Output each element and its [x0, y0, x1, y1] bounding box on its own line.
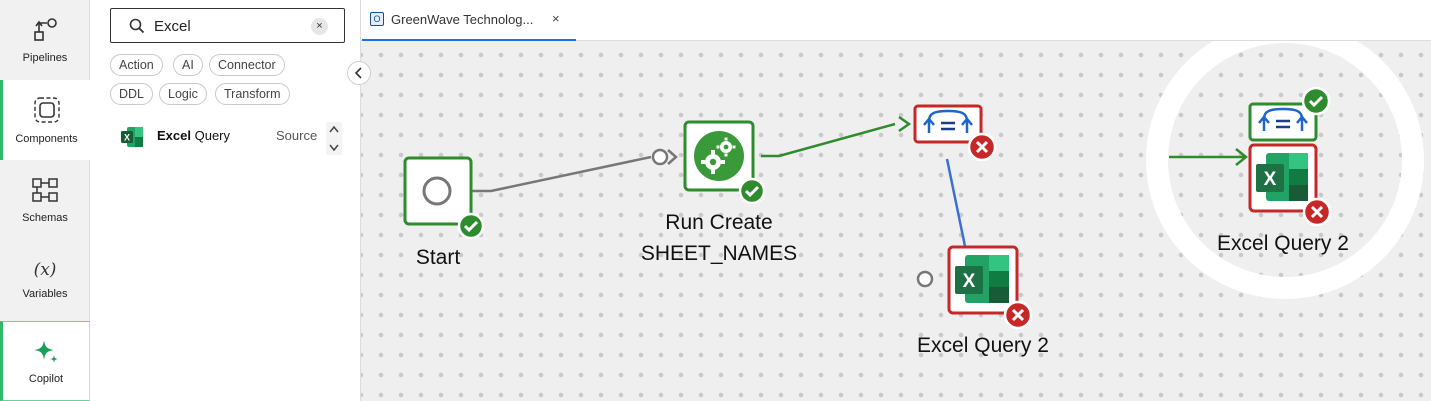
filter-chip-connector[interactable]: Connector	[209, 54, 285, 76]
filter-chip-action[interactable]: Action	[110, 54, 163, 76]
chevron-up-down-icon	[329, 125, 339, 152]
schemas-icon	[32, 178, 58, 202]
output-port	[916, 270, 934, 288]
rail-label-variables: Variables	[22, 288, 68, 300]
rail-item-copilot[interactable]: Copilot	[0, 321, 90, 401]
search-icon	[129, 18, 145, 34]
tab-bar: O GreenWave Technolog... ×	[361, 0, 1431, 41]
node-label-start: Start	[415, 246, 461, 269]
run-create-node[interactable]	[683, 120, 766, 205]
clear-search-icon[interactable]: ×	[311, 18, 328, 35]
branch-icon	[923, 109, 973, 133]
node-label-excel-query-b: Excel Query 2	[1217, 232, 1349, 255]
components-icon	[33, 97, 60, 123]
search-input[interactable]: Excel	[154, 18, 191, 35]
excel-icon	[955, 266, 983, 294]
collapse-panel-button[interactable]	[347, 61, 371, 85]
filter-chip-logic[interactable]: Logic	[159, 83, 207, 105]
close-tab-icon[interactable]: ×	[552, 11, 560, 26]
rail-label-copilot: Copilot	[28, 373, 64, 385]
input-port	[651, 148, 669, 166]
tab-label: GreenWave Technolog...	[391, 12, 534, 27]
excel-query-node-b[interactable]: X	[1248, 143, 1332, 227]
arrow-head	[898, 115, 912, 133]
rail-label-components: Components	[15, 133, 78, 145]
components-panel: Excel × Action AI Connector DDL Logic Tr…	[90, 0, 361, 401]
filter-chip-ddl[interactable]: DDL	[110, 83, 154, 105]
branch-node-b[interactable]	[1248, 86, 1331, 142]
canvas-graphics: X X	[403, 41, 1424, 330]
gears-icon	[701, 137, 736, 174]
variables-icon: (x)	[33, 260, 57, 280]
component-type: Source	[276, 128, 318, 143]
rail-label-schemas: Schemas	[22, 212, 68, 224]
sparkle-icon	[34, 340, 58, 363]
branch-node[interactable]	[913, 104, 997, 162]
rail-item-schemas[interactable]: Schemas	[0, 160, 90, 240]
start-node[interactable]	[403, 156, 485, 240]
excel-icon: X	[121, 127, 143, 147]
pipeline-tab-icon: O	[370, 12, 384, 26]
filter-chip-ai[interactable]: AI	[173, 54, 203, 76]
excel-query-node-a[interactable]: X	[947, 245, 1033, 330]
filter-chip-transform[interactable]: Transform	[215, 83, 290, 105]
arrow-head	[667, 149, 678, 165]
chevron-left-icon	[354, 67, 362, 79]
link-run-to-branch	[761, 122, 896, 158]
component-list-item[interactable]: X Excel Query Source	[120, 124, 346, 150]
rail-item-pipelines[interactable]: Pipelines	[0, 0, 90, 80]
node-label-run-create-1: Run Create	[665, 211, 773, 234]
excel-icon	[1256, 164, 1284, 192]
rail-item-variables[interactable]: (x) Variables	[0, 240, 90, 320]
svg-text:X: X	[124, 133, 130, 143]
svg-text:X: X	[963, 271, 976, 292]
component-name: Excel Query	[157, 128, 230, 143]
node-label-excel-query-a: Excel Query 2	[917, 334, 1049, 357]
rail-item-components[interactable]: Components	[0, 80, 90, 160]
branch-icon	[1258, 107, 1308, 131]
tab-pipeline[interactable]: O GreenWave Technolog... ×	[362, 0, 576, 41]
rail-label-pipelines: Pipelines	[22, 52, 68, 64]
component-search[interactable]: Excel ×	[110, 8, 345, 43]
list-scroll-stepper[interactable]	[326, 122, 342, 155]
drop-target-ring	[1146, 41, 1424, 299]
pipelines-icon	[34, 18, 57, 41]
arrow-head	[1235, 148, 1249, 166]
svg-text:X: X	[1264, 169, 1277, 190]
node-label-run-create-2: SHEET_NAMES	[640, 242, 798, 265]
pipeline-canvas[interactable]: X X Sta	[361, 41, 1431, 401]
left-rail: Pipelines Components Schemas (x) Variabl…	[0, 0, 90, 401]
